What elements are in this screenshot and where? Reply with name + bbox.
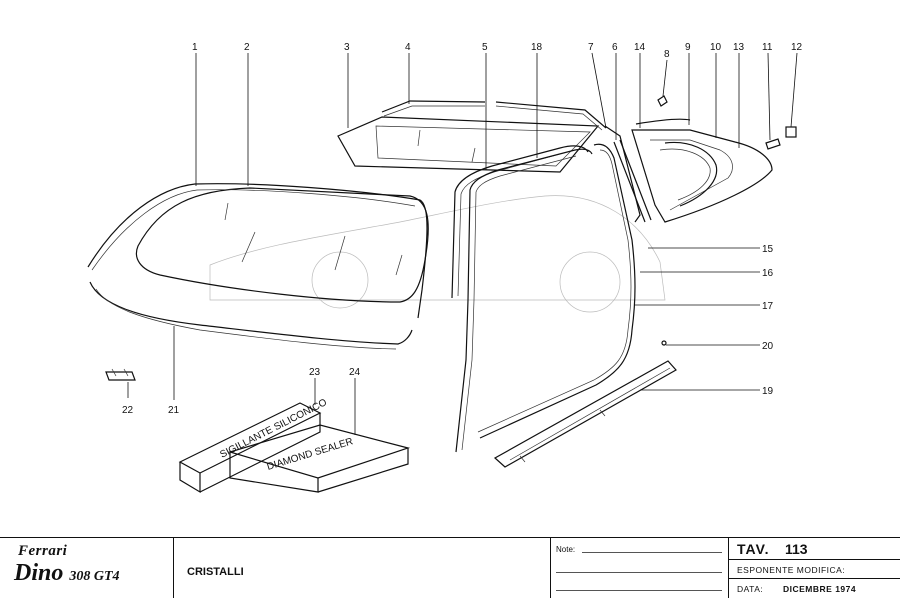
callout-1: 1	[192, 42, 198, 53]
description-cell: CRISTALLI	[174, 538, 551, 598]
table-number: 113	[785, 541, 808, 557]
part-windshield-lower-seal	[89, 281, 413, 350]
callout-14: 14	[634, 42, 646, 53]
callout-23: 23	[309, 367, 321, 378]
part-clip-8	[657, 95, 668, 107]
notes-label: Note:	[556, 545, 576, 554]
brand-ferrari-logo: Ferrari	[18, 543, 68, 559]
car-silhouette	[209, 195, 666, 313]
info-cell: TAV. 113 ESPONENTE MODIFICA: DATA: DICEM…	[729, 538, 900, 598]
leader-lines	[127, 52, 798, 435]
callout-16: 16	[762, 268, 774, 279]
brand-dino-logo: Dino 308 GT4	[14, 560, 120, 587]
part-side-window	[337, 116, 600, 173]
callout-20: 20	[762, 341, 774, 352]
callout-17: 17	[762, 301, 774, 312]
callout-5: 5	[482, 42, 488, 53]
modification-label: ESPONENTE MODIFICA:	[737, 565, 846, 575]
description-text: CRISTALLI	[187, 566, 244, 578]
part-pillar-seals	[604, 125, 652, 223]
brand-model-text: 308 GT4	[69, 569, 120, 584]
callout-numbers: 1 2 3 4 5 18 7 6 14 8 9 10 13 11 12 15 1…	[122, 42, 803, 416]
part-window-channel-seal	[451, 145, 589, 299]
callout-22: 22	[122, 405, 134, 416]
table-number-row: TAV. 113	[729, 538, 900, 560]
callout-8: 8	[664, 49, 670, 60]
callout-4: 4	[405, 42, 411, 53]
callout-15: 15	[762, 244, 774, 255]
callout-19: 19	[762, 386, 774, 397]
part-clip-12	[785, 126, 797, 138]
date-row: DATA: DICEMBRE 1974	[729, 579, 900, 598]
table-label: TAV.	[737, 541, 770, 557]
callout-11: 11	[762, 42, 773, 53]
part-screw-20	[661, 340, 667, 346]
title-block: Ferrari Dino 308 GT4 CRISTALLI Note: TAV…	[0, 537, 900, 598]
part-windshield-glass	[135, 187, 429, 303]
callout-10: 10	[710, 42, 722, 53]
brand-dino-text: Dino	[14, 560, 64, 586]
parts-diagram: SIGILLANTE SILICONICO DIAMOND SEALER	[87, 42, 803, 494]
callout-3: 3	[344, 42, 350, 53]
callout-7: 7	[588, 42, 594, 53]
part-sill-trim	[493, 360, 677, 468]
date-value: DICEMBRE 1974	[783, 584, 857, 594]
part-door-frame-seal	[455, 148, 593, 453]
part-door-seal	[477, 143, 636, 439]
callout-13: 13	[733, 42, 745, 53]
callout-21: 21	[168, 405, 180, 416]
callout-18: 18	[531, 42, 543, 53]
glazing-kit-label: DIAMOND SEALER	[266, 436, 355, 473]
notes-cell: Note:	[551, 538, 729, 598]
date-label: DATA:	[737, 584, 764, 594]
note-line	[556, 572, 722, 573]
part-side-window-seal	[381, 100, 607, 131]
callout-24: 24	[349, 367, 361, 378]
part-quarter-window	[631, 118, 773, 223]
note-line	[582, 552, 722, 553]
modification-row: ESPONENTE MODIFICA:	[729, 560, 900, 579]
note-line	[556, 590, 722, 591]
part-screw-11	[765, 138, 781, 150]
part-windshield-upper-seal	[87, 183, 428, 319]
part-bracket-22	[105, 368, 136, 381]
callout-2: 2	[244, 42, 250, 53]
brand-cell: Ferrari Dino 308 GT4	[0, 538, 174, 598]
callout-9: 9	[685, 42, 691, 53]
callout-6: 6	[612, 42, 618, 53]
callout-12: 12	[791, 42, 803, 53]
